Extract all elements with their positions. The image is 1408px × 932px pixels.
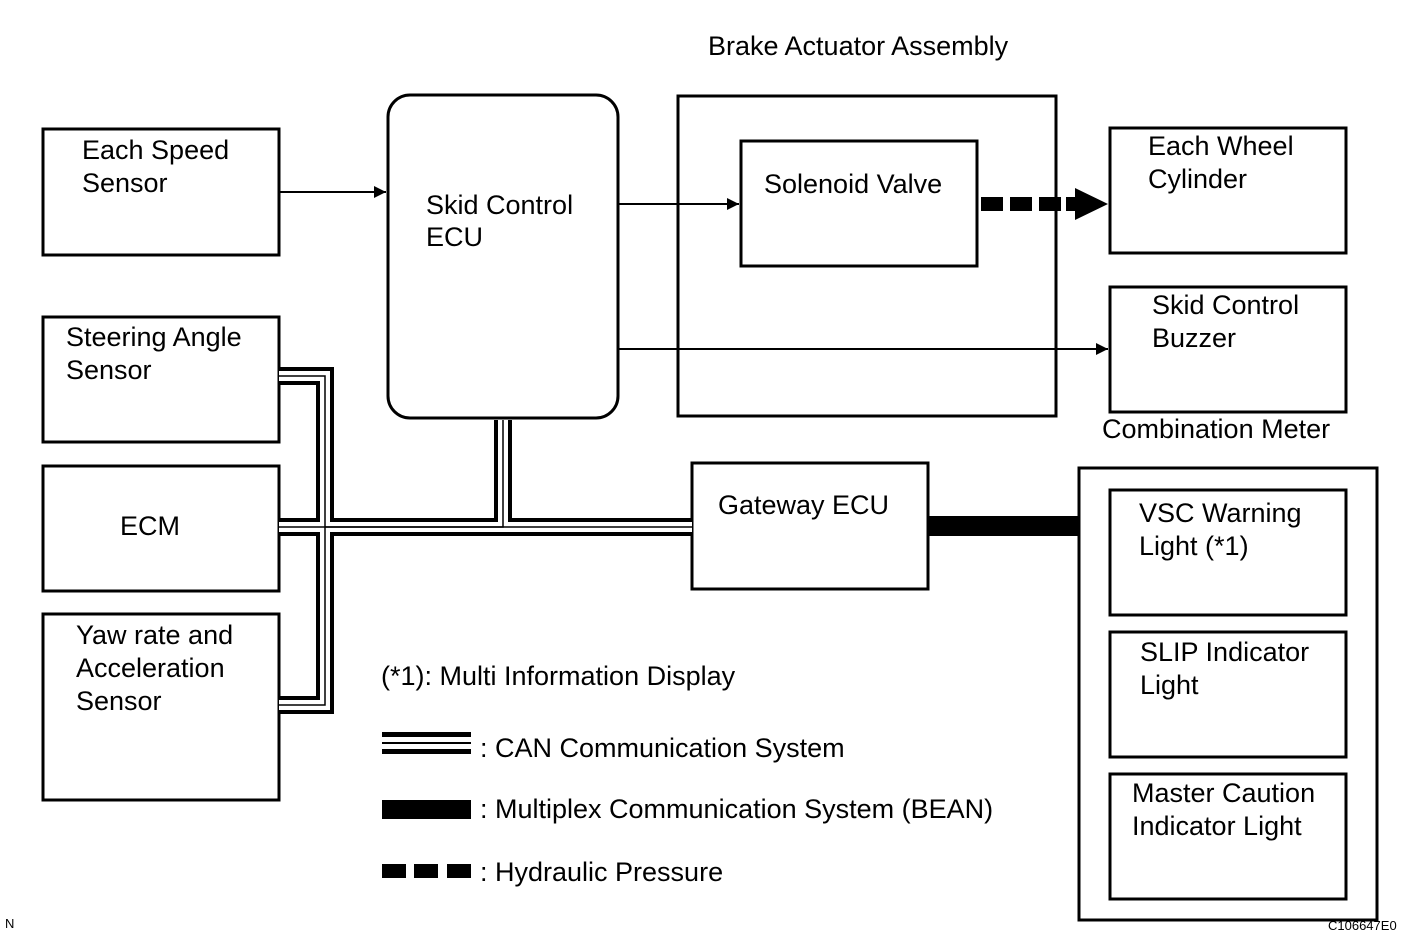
legend-can-swatch [382, 732, 471, 754]
yaw-sensor-label: Yaw rate and Acceleration Sensor [76, 620, 241, 716]
wheel-cylinder-box [1108, 126, 1348, 255]
master-caution-box [1108, 772, 1348, 901]
steering-sensor-label: Steering Angle Sensor [66, 322, 249, 385]
buzzer-label: Skid Control Buzzer [1152, 290, 1307, 353]
slip-light-label: SLIP Indicator Light [1140, 637, 1317, 700]
speed-sensor-label: Each Speed Sensor [82, 135, 237, 198]
master-caution-label: Master Caution Indicator Light [1132, 778, 1323, 841]
skid-ecu-label: Skid Control ECU [426, 190, 581, 252]
gateway-ecu-label: Gateway ECU [718, 490, 889, 520]
solenoid-valve-label: Solenoid Valve [764, 169, 942, 199]
legend-hydraulic-swatch [382, 864, 471, 878]
legend-bean-label: : Multiplex Communication System (BEAN) [480, 794, 993, 824]
ecm-label: ECM [120, 511, 180, 541]
hydraulic-pressure-line [981, 188, 1108, 220]
vsc-light-box [1108, 488, 1348, 617]
footnote-text: (*1): Multi Information Display [381, 661, 736, 691]
legend-hydraulic-label: : Hydraulic Pressure [480, 857, 723, 887]
solenoid-valve-box [739, 139, 979, 268]
wheel-cylinder-label: Each Wheel Cylinder [1148, 131, 1301, 194]
corner-left-mark: N [5, 916, 14, 931]
combination-meter-box [1077, 466, 1379, 922]
brake-actuator-box [676, 94, 1058, 418]
slip-light-box [1108, 630, 1348, 759]
combination-meter-label: Combination Meter [1102, 414, 1330, 444]
can-bus [279, 367, 692, 714]
vsc-light-label: VSC Warning Light (*1) [1139, 498, 1309, 561]
legend-bean-swatch [382, 800, 471, 819]
skid-ecu-box [386, 93, 620, 420]
legend-can-label: : CAN Communication System [480, 733, 845, 763]
gateway-ecu-box [690, 461, 930, 591]
buzzer-box [1108, 285, 1348, 414]
corner-right-mark: C106647E0 [1328, 918, 1397, 932]
brake-actuator-title: Brake Actuator Assembly [708, 31, 1009, 61]
bean-bus [928, 516, 1079, 536]
